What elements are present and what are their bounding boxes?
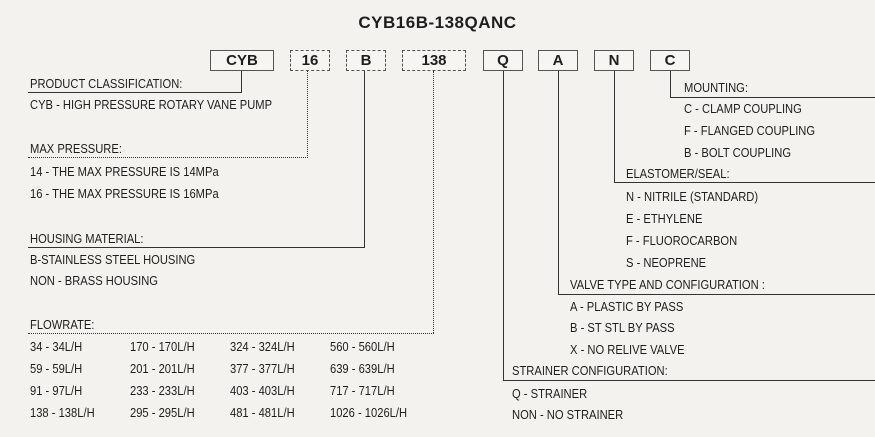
code-box-16: 16	[290, 50, 330, 71]
valve-type-item: X - NO RELIVE VALVE	[570, 342, 685, 357]
valve-type-item: B - ST STL BY PASS	[570, 320, 675, 335]
connector-b-vertical	[364, 71, 365, 248]
product-classification-heading: PRODUCT CLASSIFICATION:	[30, 76, 183, 91]
flowrate-cell: 481 - 481L/H	[230, 405, 295, 420]
flowrate-cell: 560 - 560L/H	[330, 339, 395, 354]
flowrate-cell: 233 - 233L/H	[130, 383, 195, 398]
flowrate-cell: 295 - 295L/H	[130, 405, 195, 420]
code-box-c: C	[650, 50, 690, 71]
flowrate-cell: 1026 - 1026L/H	[330, 405, 408, 420]
strainer-item: Q - STRAINER	[512, 386, 588, 401]
valve-type-item: A - PLASTIC BY PASS	[570, 299, 684, 314]
connector-c-horizontal	[670, 97, 875, 98]
elastomer-seal-item: N - NITRILE (STANDARD)	[626, 189, 759, 204]
elastomer-seal-item: E - ETHYLENE	[626, 211, 703, 226]
code-box-a: A	[538, 50, 578, 71]
connector-138-horizontal	[28, 333, 434, 334]
connector-16-horizontal	[28, 157, 308, 158]
flowrate-cell: 377 - 377L/H	[230, 361, 295, 376]
elastomer-seal-heading: ELASTOMER/SEAL:	[626, 166, 730, 181]
mounting-heading: MOUNTING:	[684, 80, 748, 95]
connector-cyb-vertical	[241, 71, 242, 93]
flowrate-cell: 170 - 170L/H	[130, 339, 195, 354]
connector-c-vertical	[670, 71, 671, 98]
model-code-title: CYB16B-138QANC	[358, 13, 517, 32]
code-box-n: N	[594, 50, 634, 71]
flowrate-cell: 403 - 403L/H	[230, 383, 295, 398]
flowrate-cell: 91 - 97L/H	[30, 383, 83, 398]
flowrate-cell: 201 - 201L/H	[130, 361, 195, 376]
connector-n-vertical	[614, 71, 615, 183]
code-box-b: B	[346, 50, 386, 71]
connector-cyb-horizontal	[28, 92, 242, 93]
connector-16-vertical	[307, 71, 308, 158]
max-pressure-item: 16 - THE MAX PRESSURE IS 16MPa	[30, 186, 219, 201]
flowrate-cell: 639 - 639L/H	[330, 361, 395, 376]
max-pressure-heading: MAX PRESSURE:	[30, 141, 122, 156]
code-box-q: Q	[483, 50, 523, 71]
mounting-item: C - CLAMP COUPLING	[684, 101, 802, 116]
code-box-138: 138	[402, 50, 466, 71]
connector-a-horizontal	[558, 294, 875, 295]
housing-material-item: B-STAINLESS STEEL HOUSING	[30, 252, 196, 267]
flowrate-cell: 324 - 324L/H	[230, 339, 295, 354]
connector-138-vertical	[433, 71, 434, 333]
connector-q-vertical	[503, 71, 504, 381]
housing-material-item: NON - BRASS HOUSING	[30, 273, 158, 288]
connector-a-vertical	[558, 71, 559, 295]
mounting-item: F - FLANGED COUPLING	[684, 123, 816, 138]
connector-n-horizontal	[614, 182, 875, 183]
max-pressure-item: 14 - THE MAX PRESSURE IS 14MPa	[30, 164, 219, 179]
flowrate-cell: 59 - 59L/H	[30, 361, 83, 376]
flowrate-cell: 34 - 34L/H	[30, 339, 83, 354]
code-box-cyb: CYB	[210, 50, 274, 71]
strainer-heading: STRAINER CONFIGURATION:	[512, 363, 668, 378]
flowrate-cell: 138 - 138L/H	[30, 405, 95, 420]
product-classification-item: CYB - HIGH PRESSURE ROTARY VANE PUMP	[30, 97, 273, 112]
flowrate-heading: FLOWRATE:	[30, 317, 95, 332]
strainer-item: NON - NO STRAINER	[512, 407, 624, 422]
connector-b-horizontal	[28, 247, 365, 248]
housing-material-heading: HOUSING MATERIAL:	[30, 231, 144, 246]
valve-type-heading: VALVE TYPE AND CONFIGURATION :	[570, 277, 765, 292]
elastomer-seal-item: S - NEOPRENE	[626, 255, 707, 270]
connector-q-horizontal	[503, 380, 875, 381]
flowrate-cell: 717 - 717L/H	[330, 383, 395, 398]
mounting-item: B - BOLT COUPLING	[684, 145, 792, 160]
elastomer-seal-item: F - FLUOROCARBON	[626, 233, 738, 248]
